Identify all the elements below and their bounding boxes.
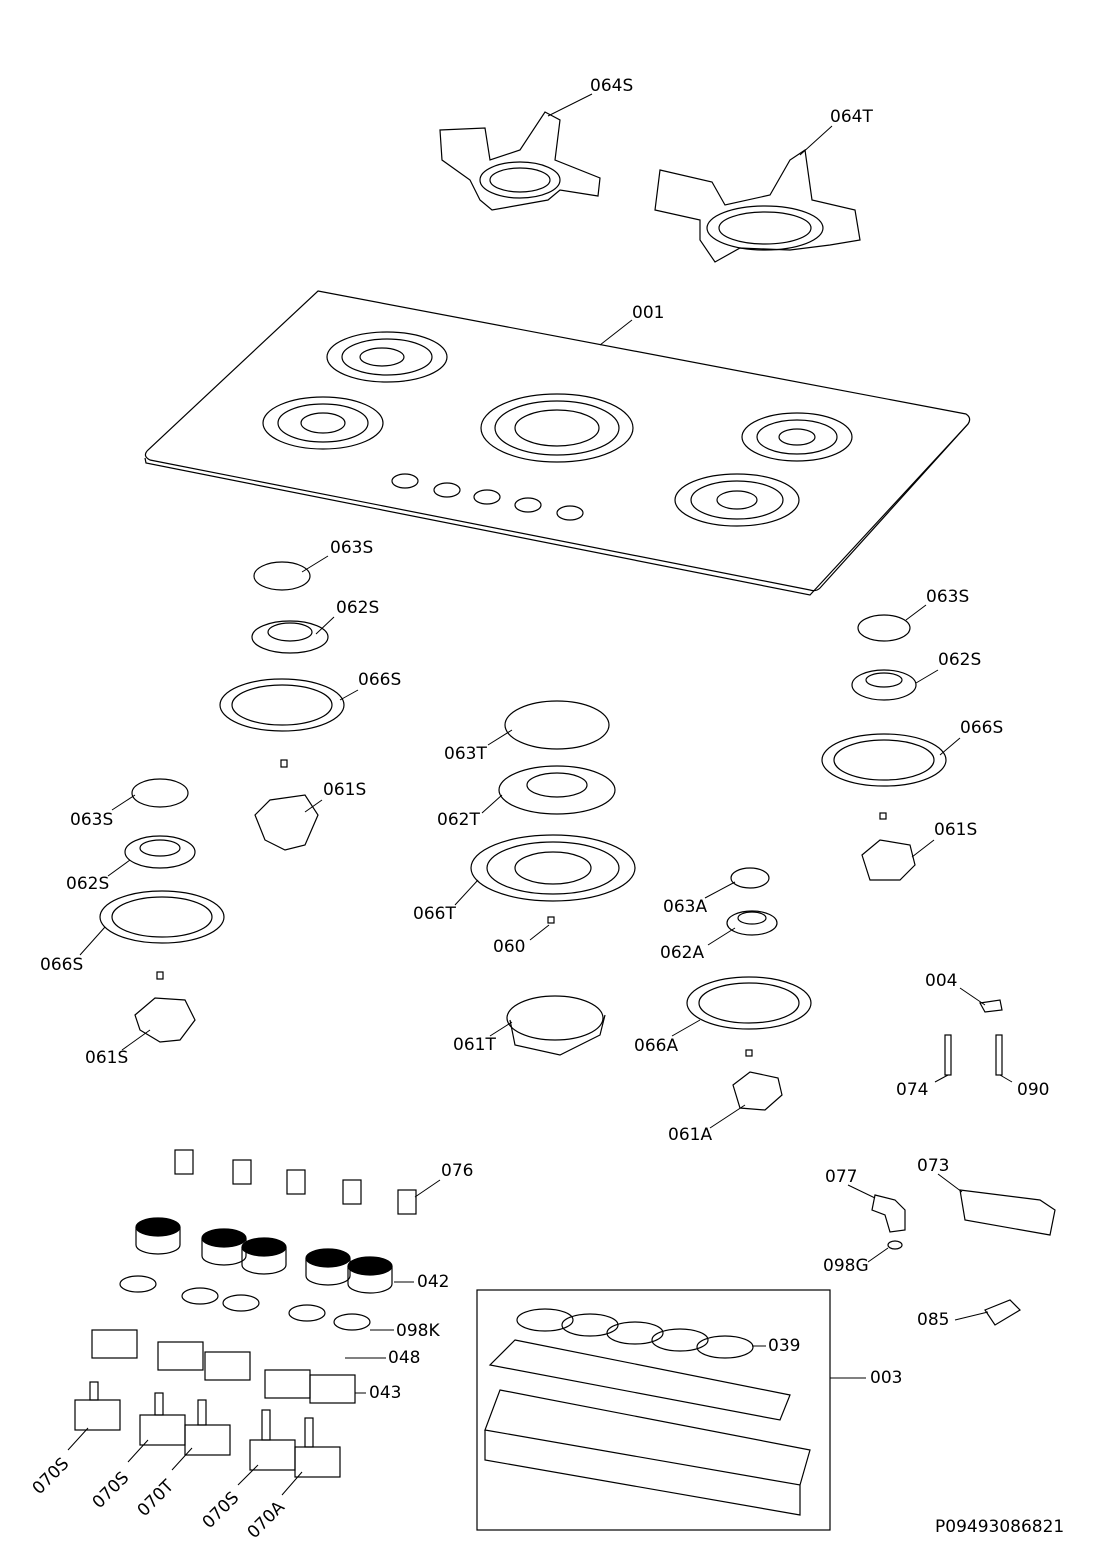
part-label-066S: 066S — [358, 670, 402, 690]
part-label-074: 074 — [896, 1080, 929, 1100]
part-label-076: 076 — [441, 1161, 474, 1181]
part-label-098K: 098K — [396, 1321, 440, 1341]
part-label-048: 048 — [388, 1348, 421, 1368]
part-label-063S: 063S — [926, 587, 970, 607]
pan-support-064S — [439, 111, 601, 211]
part-label-004: 004 — [925, 971, 958, 991]
part-label-066T: 066T — [413, 904, 456, 924]
part-label-001: 001 — [632, 303, 665, 323]
knob-clips-076 — [174, 1149, 417, 1215]
leader-lines — [67, 93, 1013, 1496]
part-label-066A: 066A — [634, 1036, 679, 1056]
part-label-063A: 063A — [663, 897, 708, 917]
part-label-061S: 061S — [85, 1048, 129, 1068]
knobs-042 — [135, 1217, 393, 1294]
part-label-003: 003 — [870, 1368, 903, 1388]
part-label-090: 090 — [1017, 1080, 1050, 1100]
part-label-062A: 062A — [660, 943, 705, 963]
part-label-077: 077 — [825, 1167, 858, 1187]
part-label-060: 060 — [493, 937, 526, 957]
part-label-042: 042 — [417, 1272, 450, 1292]
drawing-code: P09493086821 — [935, 1517, 1065, 1537]
frame-assembly-003 — [476, 1289, 831, 1531]
part-label-062S: 062S — [938, 650, 982, 670]
part-label-085: 085 — [917, 1310, 950, 1330]
part-label-062T: 062T — [437, 810, 480, 830]
part-label-064T: 064T — [830, 107, 873, 127]
part-label-064S: 064S — [590, 76, 634, 96]
part-label-066S: 066S — [40, 955, 84, 975]
part-label-063S: 063S — [70, 810, 114, 830]
part-label-062S: 062S — [336, 598, 380, 618]
part-label-039: 039 — [768, 1336, 801, 1356]
glass-cooktop-001 — [144, 290, 971, 596]
part-label-062S: 062S — [66, 874, 110, 894]
part-label-061T: 061T — [453, 1035, 496, 1055]
part-label-066S: 066S — [960, 718, 1004, 738]
part-label-073: 073 — [917, 1156, 950, 1176]
part-label-043: 043 — [369, 1383, 402, 1403]
part-label-061S: 061S — [934, 820, 978, 840]
part-label-061S: 061S — [323, 780, 367, 800]
part-label-063S: 063S — [330, 538, 374, 558]
part-label-063T: 063T — [444, 744, 487, 764]
part-label-061A: 061A — [668, 1125, 713, 1145]
pan-support-064T — [654, 148, 861, 263]
part-label-098G: 098G — [823, 1256, 869, 1276]
